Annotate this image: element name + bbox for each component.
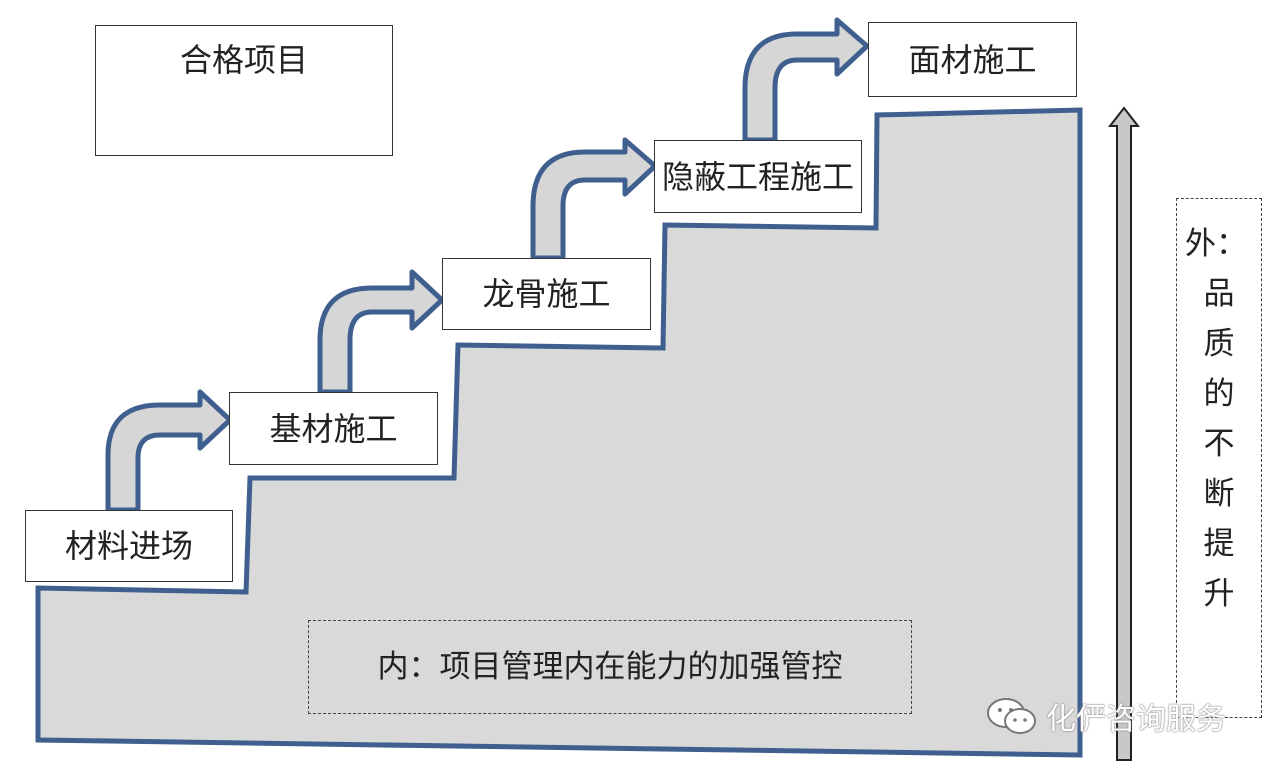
outer-label-char: 的 <box>1203 376 1235 412</box>
surface-construction-box: 面材施工 <box>868 22 1077 97</box>
outer-label-char: 品 <box>1203 276 1235 312</box>
step-arrow-2 <box>317 269 445 395</box>
outer-label-char: 不 <box>1203 426 1235 462</box>
step-arrow-1 <box>105 389 233 513</box>
outer-label-prefix: 外： <box>1185 226 1247 262</box>
base-construction-box: 基材施工 <box>229 392 438 465</box>
wechat-icon <box>987 698 1036 734</box>
concealed-construction-box: 隐蔽工程施工 <box>654 140 862 213</box>
material-entry-box: 材料进场 <box>25 510 233 582</box>
outer-label-char: 升 <box>1203 576 1235 612</box>
outer-quality-label: 外： 品 质 的 不 断 提 升 <box>1176 198 1262 718</box>
quality-up-arrow <box>1107 106 1141 761</box>
outer-label-char: 提 <box>1203 526 1235 562</box>
step-arrow-3 <box>530 137 658 261</box>
keel-construction-box: 龙骨施工 <box>442 258 651 330</box>
outer-label-char: 质 <box>1203 326 1235 362</box>
watermark-text: 化俨咨询服务 <box>1046 702 1226 737</box>
watermark: 化俨咨询服务 <box>986 694 1226 738</box>
step-arrow-4 <box>742 17 870 143</box>
qualified-project-box: 合格项目 <box>95 25 393 156</box>
outer-label-char: 断 <box>1203 476 1235 512</box>
inner-management-label: 内：项目管理内在能力的加强管控 <box>308 620 912 714</box>
staircase-shape <box>35 107 1083 758</box>
